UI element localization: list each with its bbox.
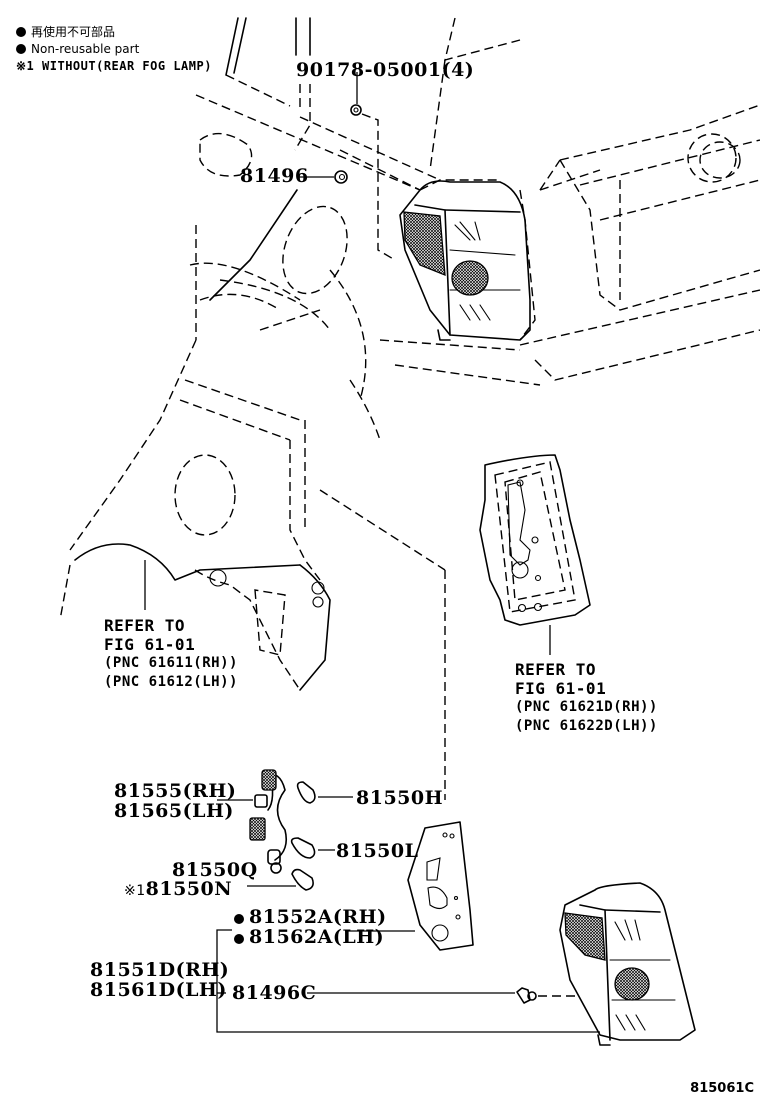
legend-non-reusable: Non-reusable part: [31, 42, 140, 56]
ref-left-pnc2: (PNC 61612(LH)): [104, 674, 238, 690]
ref-block-left: REFER TO FIG 61-01 (PNC 61611(RH)) (PNC …: [104, 616, 238, 692]
part-label-81561d[interactable]: 81561D(LH): [90, 979, 227, 1001]
non-reusable-dot-icon: [16, 44, 26, 54]
non-reusable-dot-icon: [234, 914, 244, 924]
figure-number: 815061C: [690, 1081, 754, 1096]
part-label-81551d[interactable]: 81551D(RH): [90, 959, 230, 981]
part-label-81550q[interactable]: 81550Q: [172, 859, 258, 881]
legend-jp-row: 再使用不可部品: [16, 24, 212, 41]
tail-lamp-assembly-drawing: [559, 882, 696, 1046]
ref-left-fig[interactable]: FIG 61-01: [104, 635, 196, 654]
part-label-81565[interactable]: 81565(LH): [114, 800, 234, 822]
legend-jp-non-reusable: 再使用不可部品: [31, 25, 116, 39]
ref-right-line1: REFER TO: [515, 660, 597, 679]
tail-lamp-installed-drawing: [399, 180, 536, 341]
part-label-81496c[interactable]: 81496C: [232, 982, 317, 1004]
part-label-81562a-row: 81562A(LH): [234, 927, 384, 947]
note-text: WITHOUT(REAR FOG LAMP): [42, 59, 212, 73]
non-reusable-dot-icon: [234, 934, 244, 944]
clip-90178-dash-leader: [361, 113, 396, 261]
note-mark: ※1: [124, 883, 146, 899]
legend: 再使用不可部品 Non-reusable part ※1 WITHOUT(REA…: [16, 24, 212, 75]
part-label-81550l[interactable]: 81550L: [336, 840, 419, 862]
part-label-81496[interactable]: 81496: [240, 165, 309, 187]
legend-en-row: Non-reusable part: [16, 41, 212, 58]
ref-right-fig[interactable]: FIG 61-01: [515, 679, 607, 698]
ref-left-pnc1: (PNC 61611(RH)): [104, 655, 238, 671]
gasket-81552a-drawing: [407, 821, 474, 951]
assembly-bracket-lines: [209, 929, 600, 1033]
bulb-81550n-icon: [291, 868, 314, 891]
part-label-81550n[interactable]: 81550N: [145, 878, 233, 900]
bulb-81550l-icon: [290, 837, 316, 859]
part-label-81552a[interactable]: 81552A(RH): [249, 906, 387, 928]
bulb-81550h-icon: [296, 781, 316, 804]
part-label-81552a-row: 81552A(RH): [234, 907, 387, 927]
ref-right-pnc2: (PNC 61622D(LH)): [515, 718, 658, 734]
ref-right-pnc1: (PNC 61621D(RH)): [515, 699, 658, 715]
part-label-90178[interactable]: 90178-05001(4): [296, 59, 475, 81]
legend-note-row: ※1 WITHOUT(REAR FOG LAMP): [16, 58, 212, 75]
nut-81496-icon: [334, 170, 348, 184]
part-label-81550h[interactable]: 81550H: [356, 787, 444, 809]
part-label-81550n-row: ※181550N: [124, 879, 232, 901]
vehicle-body-outline: [59, 17, 760, 800]
non-reusable-dot-icon: [16, 27, 26, 37]
part-label-81555[interactable]: 81555(RH): [114, 780, 237, 802]
note-mark: ※1: [16, 59, 35, 73]
part-label-81562a[interactable]: 81562A(LH): [249, 926, 385, 948]
bracket-61621d-drawing: [479, 454, 591, 626]
screw-81496c-icon: [516, 987, 537, 1004]
ref-block-right: REFER TO FIG 61-01 (PNC 61621D(RH)) (PNC…: [515, 660, 658, 736]
socket-wire-harness-drawing: [249, 769, 288, 874]
ref-left-line1: REFER TO: [104, 616, 186, 635]
clip-90178-icon: [350, 104, 362, 116]
